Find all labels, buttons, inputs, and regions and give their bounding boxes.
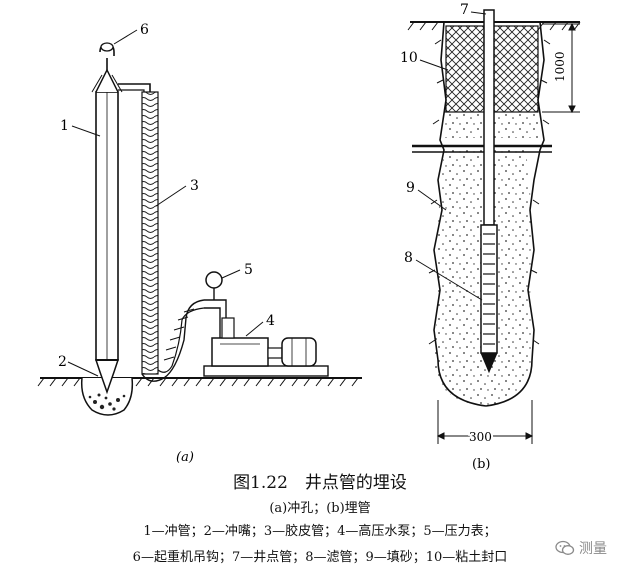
well-point-pipe [483, 9, 495, 226]
crater-debris [88, 393, 126, 411]
callout-9: 9 [406, 180, 415, 196]
callout-8: 8 [404, 250, 413, 266]
callout-10: 10 [400, 50, 418, 66]
callout-leaders-b [415, 11, 487, 301]
panel-b-label: (b) [472, 457, 490, 470]
callout-2: 2 [58, 354, 67, 370]
rubber-hose-top [118, 83, 151, 92]
wechat-icon [555, 540, 575, 555]
rubber-hose [141, 91, 159, 375]
seal-depth-dimension [542, 22, 580, 114]
callout-7: 7 [460, 2, 469, 18]
watermark-text: 测量 [579, 541, 607, 557]
filter-tip [480, 352, 498, 374]
hole-width-dimension [436, 400, 534, 444]
pump-body [211, 337, 269, 367]
rubber-hose-bottom [141, 299, 205, 382]
seal-depth-label: 1000 [553, 51, 567, 82]
pump-motor [281, 337, 317, 367]
figure-subcaption: (a)冲孔；(b)埋管 [269, 501, 371, 516]
jet-hole-crater [80, 377, 134, 416]
legend-line-2: 6—起重机吊钩；7—井点管；8—滤管；9—填砂；10—粘土封口 [132, 550, 508, 565]
callout-4: 4 [266, 313, 275, 329]
panel-a-label: (a) [176, 450, 194, 465]
callout-1: 1 [60, 118, 69, 134]
well-point-installation-diagram: 1 2 3 4 5 6 (a) [37, 2, 581, 470]
panel-a: 1 2 3 4 5 6 (a) [37, 22, 362, 465]
pump-skid [203, 365, 329, 377]
figure-title: 图1.22 井点管的埋设 [233, 473, 407, 493]
pipe-top [95, 68, 119, 93]
legend-line-1: 1—冲管；2—冲嘴；3—胶皮管；4—高压水泵；5—压力表； [143, 524, 497, 539]
callout-3: 3 [190, 178, 199, 194]
hole-width-label: 300 [469, 430, 492, 444]
callout-6: 6 [140, 22, 149, 38]
filter-slots [483, 233, 495, 345]
pressure-gauge [205, 271, 223, 289]
panel-b: 1000 300 7 10 9 8 (b) [400, 2, 581, 470]
callout-5: 5 [244, 262, 253, 278]
watermark: 测量 [555, 538, 607, 558]
callout-leaders-a [67, 29, 264, 377]
